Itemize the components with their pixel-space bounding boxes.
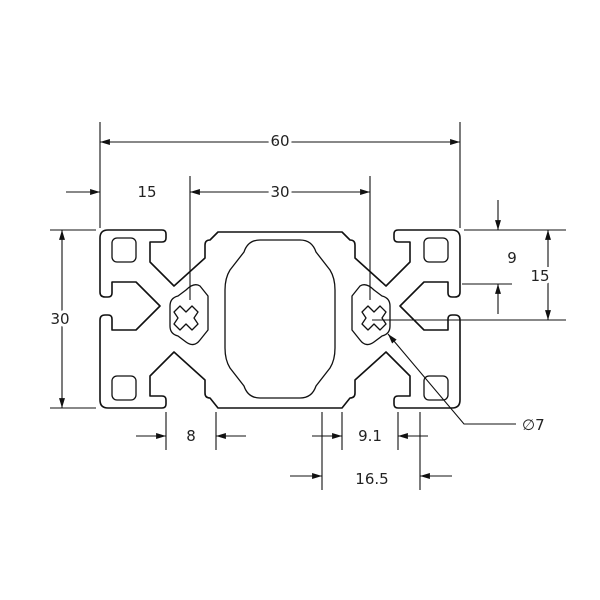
diameter-symbol: ∅ bbox=[522, 416, 535, 434]
extension-lines bbox=[50, 122, 566, 490]
left-bore bbox=[173, 305, 199, 331]
left-core bbox=[169, 284, 209, 346]
extrusion-profile bbox=[99, 229, 461, 409]
dimension-labels: 60 15 30 30 9 15 8 9.1 16.5 ∅7 bbox=[47, 129, 552, 488]
label-left-offset: 15 bbox=[137, 183, 156, 201]
corner-pocket-bottom-left bbox=[111, 375, 137, 401]
label-slot-depth: 9 bbox=[507, 249, 517, 267]
right-bore bbox=[361, 305, 387, 331]
label-slot-width: 8 bbox=[186, 427, 196, 445]
outer-contour bbox=[99, 229, 461, 409]
bore-leader bbox=[387, 333, 516, 425]
corner-pocket-top-right bbox=[423, 237, 449, 263]
label-slot-outer: 16.5 bbox=[355, 470, 388, 488]
label-height: 30 bbox=[50, 310, 69, 328]
label-bore-diameter: ∅7 bbox=[522, 416, 545, 434]
corner-pocket-top-left bbox=[111, 237, 137, 263]
label-slot-inner: 9.1 bbox=[358, 427, 382, 445]
label-center-spacing: 30 bbox=[270, 183, 289, 201]
label-overall-width: 60 bbox=[270, 132, 289, 150]
label-half-height: 15 bbox=[530, 267, 549, 285]
center-cavity bbox=[224, 239, 336, 399]
right-core bbox=[351, 284, 391, 346]
bore-diameter-value: 7 bbox=[535, 416, 545, 434]
dimension-lines bbox=[59, 139, 551, 479]
corner-pocket-bottom-right bbox=[423, 375, 449, 401]
